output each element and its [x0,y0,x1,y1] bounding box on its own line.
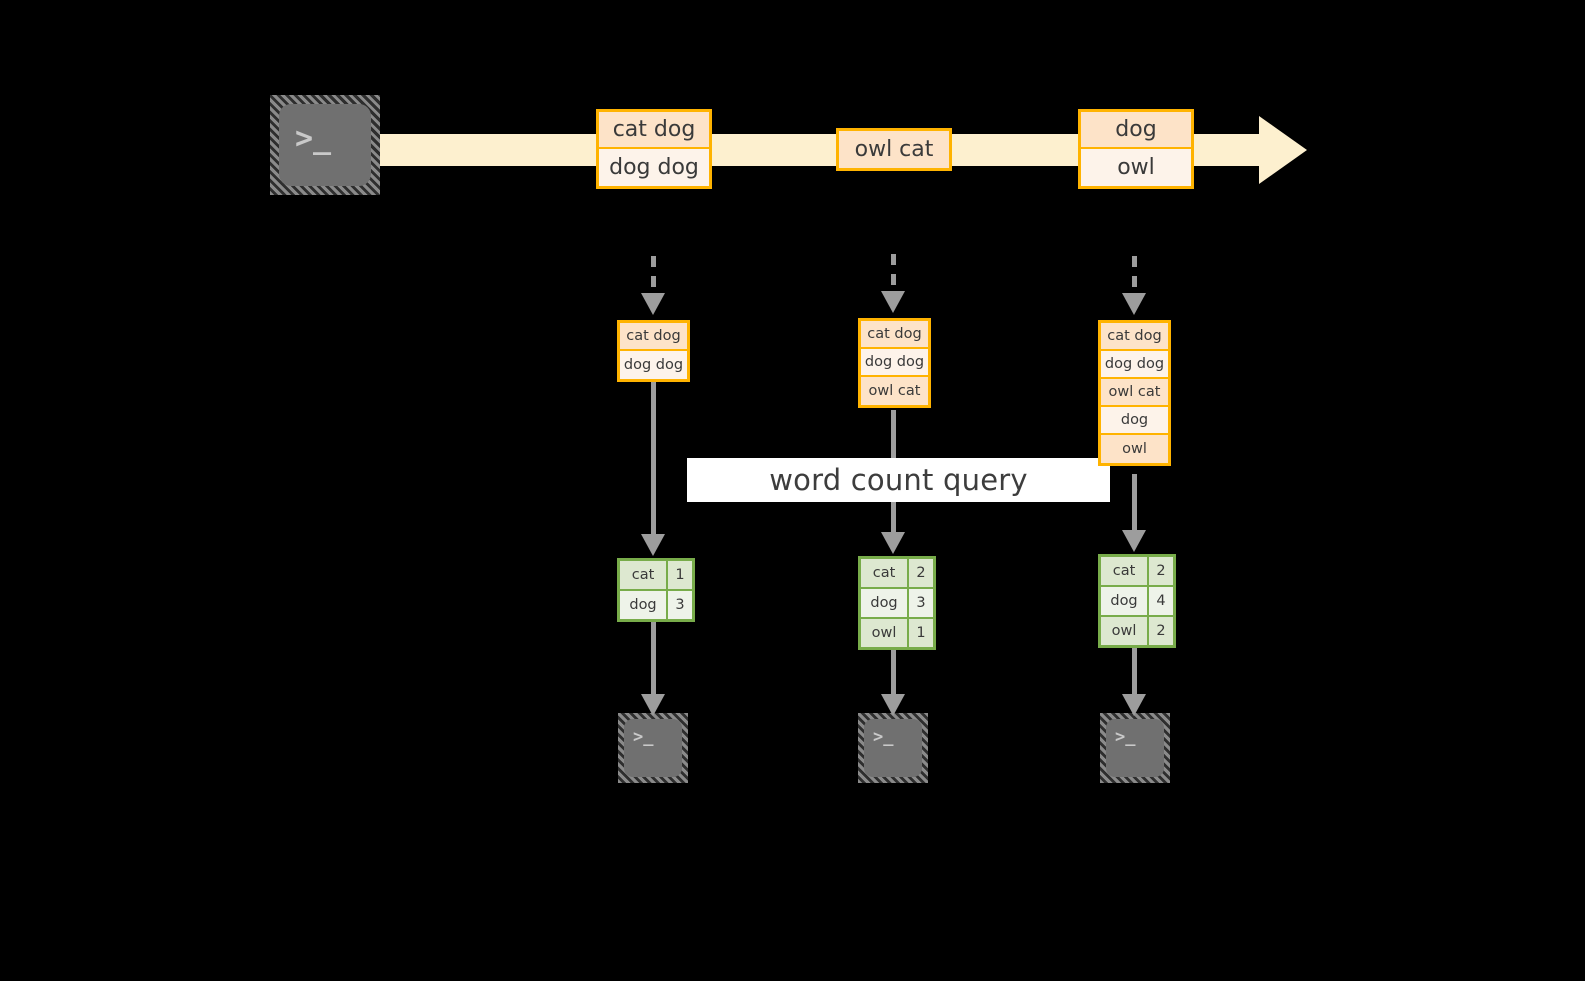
result-row: dog 4 [1101,587,1173,617]
feed-arrow-line-1 [651,256,656,296]
sink-terminal-icon-3[interactable]: >_ [1100,713,1170,783]
word-count-result-3: cat 2 dog 4 owl 2 [1098,554,1176,648]
sink-arrow-head-2 [881,694,905,716]
query-label: word count query [687,458,1110,502]
result-row: cat 2 [1101,557,1173,587]
query-arrow-line-3 [1132,474,1137,534]
record-row: dog [1101,407,1168,435]
result-row: owl 1 [861,619,933,647]
terminal-prompt-glyph: >_ [633,727,654,747]
sink-arrow-head-3 [1122,694,1146,716]
accumulated-records-1: cat dog dog dog [617,320,690,382]
terminal-screen: >_ [279,104,371,186]
record-row: cat dog [599,112,709,149]
query-arrow-head-2 [881,532,905,554]
result-word: owl [1101,617,1149,645]
terminal-screen: >_ [1106,719,1164,777]
query-label-text: word count query [769,463,1028,497]
result-word: dog [861,589,909,617]
record-row: dog dog [599,149,709,186]
result-word: owl [861,619,909,647]
record-row: cat dog [861,321,928,349]
feed-arrow-line-2 [891,254,896,294]
result-row: owl 2 [1101,617,1173,645]
result-count: 3 [909,589,933,617]
result-word: dog [620,591,668,619]
record-row: owl cat [1101,379,1168,407]
query-arrow-head-3 [1122,530,1146,552]
feed-arrow-line-3 [1132,256,1137,296]
feed-arrow-head-2 [881,291,905,313]
query-arrow-line-1 [651,382,656,538]
result-row: cat 2 [861,559,933,589]
result-count: 2 [909,559,933,587]
record-row: owl [1101,435,1168,463]
accumulated-records-2: cat dog dog dog owl cat [858,318,931,408]
sink-terminal-icon-2[interactable]: >_ [858,713,928,783]
terminal-screen: >_ [624,719,682,777]
word-count-result-2: cat 2 dog 3 owl 1 [858,556,936,650]
result-count: 1 [668,561,692,589]
result-count: 2 [1149,617,1173,645]
stream-records-3: dog owl [1078,109,1194,189]
result-word: cat [1101,557,1149,585]
record-row: dog [1081,112,1191,149]
stream-records-2: owl cat [836,128,952,171]
result-count: 1 [909,619,933,647]
sink-arrow-head-1 [641,694,665,716]
sink-arrow-line-1 [651,620,656,698]
sink-arrow-line-2 [891,648,896,698]
terminal-screen: >_ [864,719,922,777]
stream-records-1: cat dog dog dog [596,109,712,189]
record-row: cat dog [620,323,687,351]
result-row: dog 3 [620,591,692,619]
record-row: dog dog [620,351,687,379]
result-word: cat [620,561,668,589]
terminal-prompt-glyph: >_ [1115,727,1136,747]
record-row: cat dog [1101,323,1168,351]
accumulated-records-3: cat dog dog dog owl cat dog owl [1098,320,1171,466]
stream-arrow-head [1259,116,1307,184]
record-row: owl cat [861,377,928,405]
result-word: cat [861,559,909,587]
feed-arrow-head-1 [641,293,665,315]
record-row: owl [1081,149,1191,186]
result-word: dog [1101,587,1149,615]
feed-arrow-head-3 [1122,293,1146,315]
terminal-prompt-glyph: >_ [873,727,894,747]
result-count: 4 [1149,587,1173,615]
sink-arrow-line-3 [1132,646,1137,698]
record-row: dog dog [861,349,928,377]
query-arrow-head-1 [641,534,665,556]
terminal-prompt-glyph: >_ [295,121,332,156]
record-row: owl cat [839,131,949,168]
result-count: 3 [668,591,692,619]
source-terminal-icon[interactable]: >_ [270,95,380,195]
result-row: dog 3 [861,589,933,619]
result-count: 2 [1149,557,1173,585]
result-row: cat 1 [620,561,692,591]
record-row: dog dog [1101,351,1168,379]
sink-terminal-icon-1[interactable]: >_ [618,713,688,783]
word-count-result-1: cat 1 dog 3 [617,558,695,622]
